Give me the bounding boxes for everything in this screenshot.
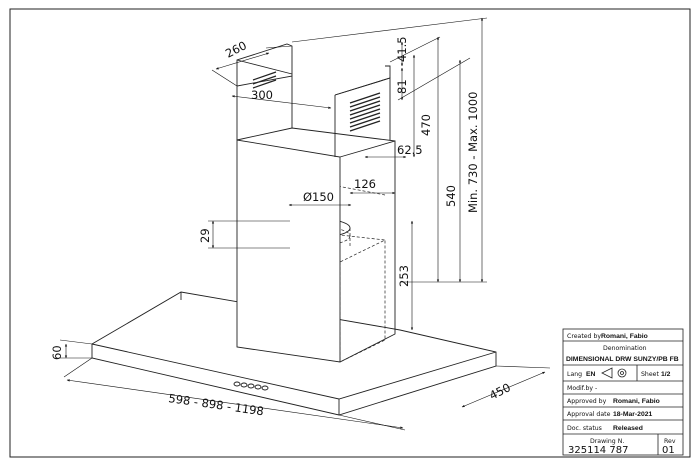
drawing-value: 325114 787 xyxy=(568,445,628,456)
dim-collar-height: 29 xyxy=(198,228,212,243)
dim-widths: 598 - 898 - 1198 xyxy=(168,391,265,418)
lang-icon xyxy=(601,367,627,379)
sheet-value: 1/2 xyxy=(661,371,671,378)
dim-duct-diameter: Ø150 xyxy=(303,190,334,204)
dim-hood-depth: 450 xyxy=(487,380,513,402)
lang-label: Lang xyxy=(567,371,582,378)
sheet-label: Sheet xyxy=(641,371,659,378)
denomination-label: Denomination xyxy=(603,345,647,352)
sheet-border xyxy=(9,8,691,458)
dim-chimney-width: 300 xyxy=(251,88,273,102)
created-value: Romani, Fabio xyxy=(601,333,648,340)
approval-date-label: Approval date xyxy=(567,411,611,418)
approved-label: Approved by xyxy=(567,398,607,405)
lang-value: EN xyxy=(586,371,596,378)
dim-total-540: 540 xyxy=(444,185,458,207)
rev-value: 01 xyxy=(662,445,675,456)
dim-range: Min. 730 - Max. 1000 xyxy=(466,92,480,213)
dim-upper-height: 470 xyxy=(419,114,433,136)
doc-status-value: Released xyxy=(613,425,643,432)
dim-offset-126: 126 xyxy=(354,177,376,191)
approval-date-value: 18-Mar-2021 xyxy=(613,411,653,418)
rev-label: Rev xyxy=(664,438,676,445)
modif-label: Modif.by - xyxy=(567,385,597,392)
created-label: Created by xyxy=(567,333,601,340)
dim-vent-height: 81 xyxy=(395,79,409,94)
dim-inner-height: 253 xyxy=(397,265,411,287)
doc-status-label: Doc. status xyxy=(567,425,602,432)
approved-value: Romani, Fabio xyxy=(613,398,660,405)
denomination-value: DIMENSIONAL DRW SUNZY/PB FB xyxy=(566,356,679,363)
drawing-label: Drawing N. xyxy=(590,438,624,445)
dim-offset-625: 62.5 xyxy=(397,143,423,157)
dim-hood-height: 60 xyxy=(50,345,64,360)
title-block xyxy=(562,328,684,456)
hood-drawing xyxy=(91,43,497,416)
dimension-lines xyxy=(59,17,551,431)
dim-top-gap: 41.5 xyxy=(395,36,409,62)
